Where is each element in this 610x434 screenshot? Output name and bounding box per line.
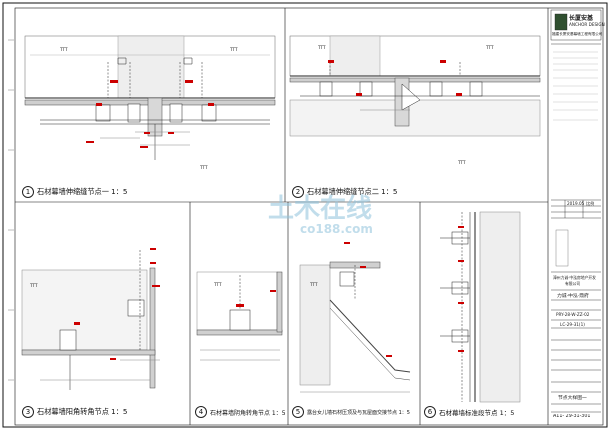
ttt-label-1c: TTT (200, 165, 208, 170)
detail-3-drawing (21, 250, 160, 390)
caption-title: 石材幕墙标准段节点 1：5 (439, 409, 515, 417)
caption-detail-5: 5 露台女儿墙石材压顶及与瓦屋面交接节点 1：5 (292, 406, 410, 418)
caption-title: 石材幕墙伸缩缝节点一 1：5 (37, 187, 128, 196)
company-full-name: 福建长厦安基幕墙工程有限公司 (552, 32, 603, 36)
ttt-label-4: TTT (214, 282, 222, 287)
caption-number: 3 (22, 406, 34, 418)
ttt-label-2a: TTT (318, 45, 326, 50)
caption-number: 2 (292, 186, 304, 198)
title-block-fill-lines (553, 51, 598, 121)
client-name-line1: 漳州力诚·中泓房地产开发 (553, 275, 596, 280)
caption-number: 6 (424, 406, 436, 418)
scale-field: 比例 (586, 201, 595, 206)
caption-number: 4 (195, 406, 207, 418)
company-english: ANCHOR DESIGN (569, 22, 605, 27)
caption-title: 露台女儿墙石材压顶及与瓦屋面交接节点 1：5 (307, 409, 410, 416)
caption-number: 1 (22, 186, 34, 198)
inner-border (14, 7, 604, 426)
ttt-label-1b: TTT (230, 47, 238, 52)
detail-5-drawing (299, 261, 411, 393)
drawing-number: PRY-28-W-ZZ-02 (556, 312, 590, 317)
caption-number: 5 (292, 406, 304, 418)
caption-detail-4: 4 石材幕墙阴角转角节点 1：5 (195, 406, 286, 418)
ttt-label-1a: TTT (60, 47, 68, 52)
caption-detail-3: 3 石材幕墙阳角转角节点 1：5 (22, 406, 128, 418)
detail-2-callouts (328, 60, 462, 96)
ttt-label-3: TTT (30, 283, 38, 288)
detail-3-callouts (74, 248, 160, 360)
sheet-title: 节点大样图一 (558, 396, 587, 401)
company-name: 长厦安基 (569, 15, 594, 22)
ttt-label-2c: TTT (458, 160, 466, 165)
sheet-number: A11- 29-31-301 (553, 414, 591, 419)
detail-1-callouts (86, 80, 214, 148)
drawing-number-secondary: LC-29-31(1) (560, 322, 585, 327)
detail-2-drawing (289, 35, 541, 137)
caption-detail-6: 6 石材幕墙标准段节点 1：5 (424, 406, 514, 418)
detail-4-callouts (236, 290, 276, 307)
detail-5-callouts (344, 242, 392, 357)
date-field: 2019.05 (567, 201, 585, 206)
caption-detail-1: 1 石材幕墙伸缩缝节点一 1：5 (22, 186, 128, 198)
detail-1-drawing (24, 35, 276, 160)
detail-4-drawing (196, 271, 283, 361)
detail-6-callouts (458, 226, 464, 352)
left-margin-marks (8, 39, 14, 381)
client-name-line2: 有限公司 (565, 281, 581, 286)
outer-border (2, 2, 608, 428)
panel-grid (15, 8, 549, 425)
caption-title: 石材幕墙阴角转角节点 1：5 (210, 409, 286, 417)
project-name: 力诚·中泓·鼎府 (557, 294, 589, 299)
title-block (550, 9, 602, 413)
caption-detail-2: 2 石材幕墙伸缩缝节点二 1：5 (292, 186, 398, 198)
caption-title: 石材幕墙伸缩缝节点二 1：5 (307, 187, 398, 196)
ttt-label-2b: TTT (486, 45, 494, 50)
caption-title: 石材幕墙阳角转角节点 1：5 (37, 407, 128, 416)
ttt-label-5: TTT (310, 282, 318, 287)
detail-6-drawing (440, 211, 521, 403)
